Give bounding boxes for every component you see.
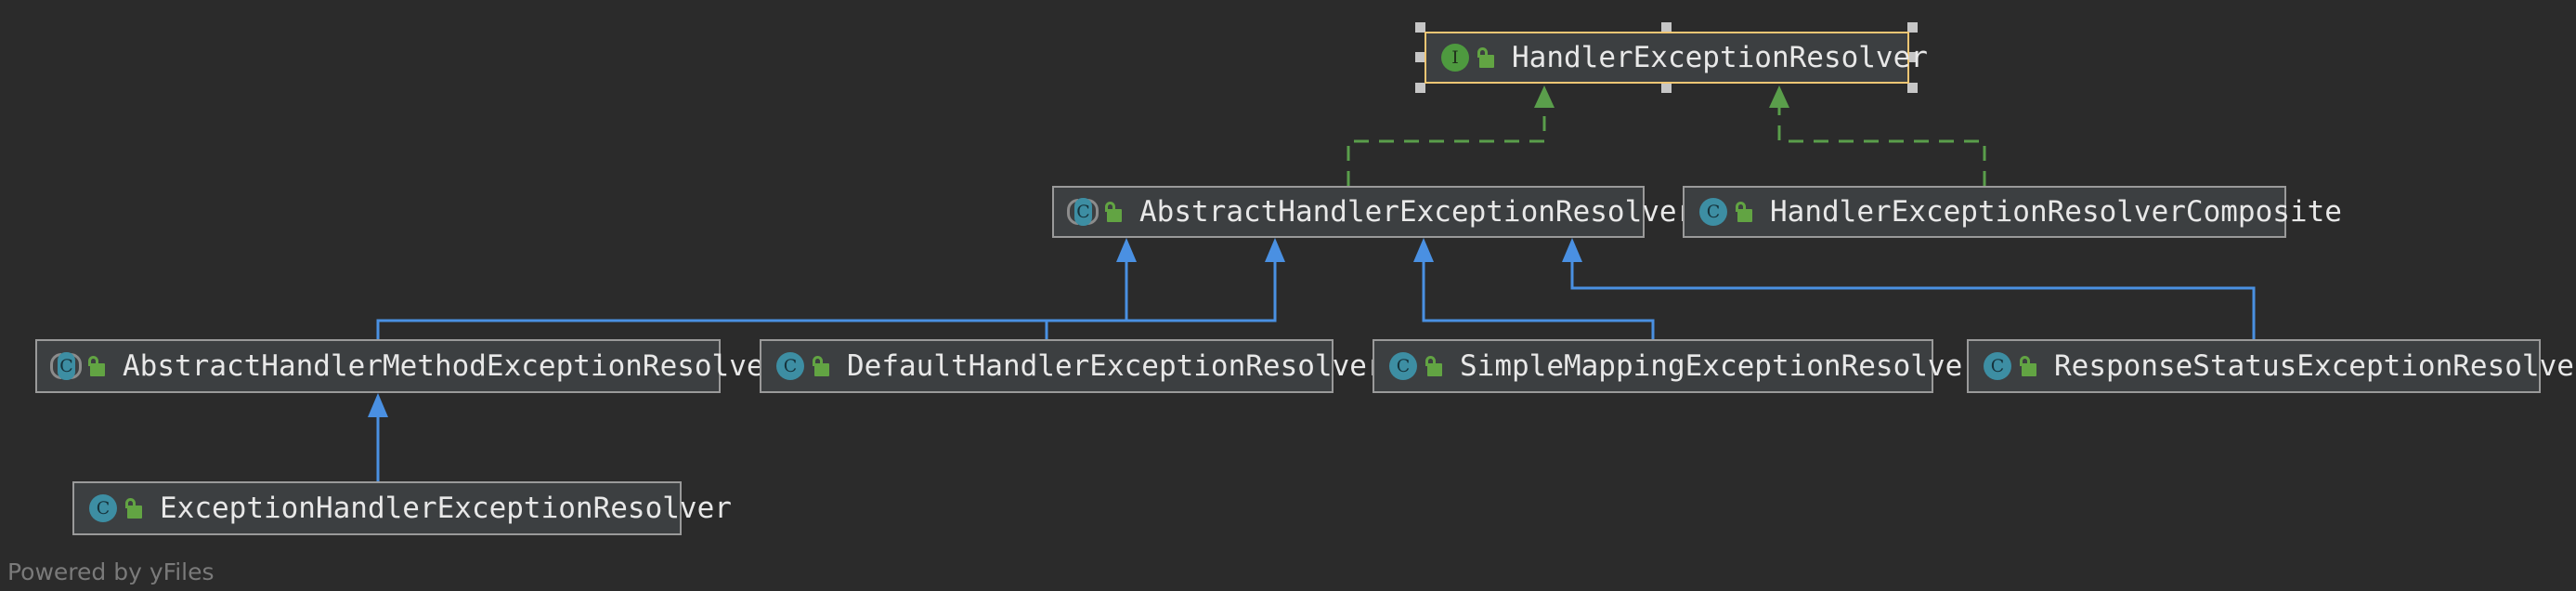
uml-node-label: AbstractHandlerExceptionResolver	[1139, 194, 1695, 229]
padlock-body-icon	[1737, 209, 1752, 222]
selection-handle[interactable]	[1907, 22, 1918, 33]
class-icon: C	[1982, 350, 2013, 382]
uml-node-default-handler-exception-resolver[interactable]: C DefaultHandlerExceptionResolver	[760, 339, 1385, 393]
padlock-shackle-icon	[1736, 202, 1746, 212]
abstract-class-icon: C	[1067, 196, 1099, 228]
selection-handle[interactable]	[1661, 22, 1672, 33]
class-glyph: C	[1389, 352, 1417, 380]
edge-inheritance-exceptionhandler-to-abstractmethod	[368, 393, 388, 481]
public-unlocked-padlock-icon	[87, 354, 108, 378]
padlock-body-icon	[90, 363, 105, 376]
uml-node-label: ResponseStatusExceptionResolver	[2054, 348, 2576, 383]
edge-inheritance-simplemapping-to-abstract	[1413, 238, 1655, 339]
edge-inheritance-responsestatus-to-abstract	[1562, 238, 2256, 339]
selection-handle[interactable]	[1415, 83, 1425, 93]
class-icon: C	[1387, 350, 1419, 382]
interface-icon: I	[1439, 42, 1471, 73]
abstract-class-glyph: C	[58, 352, 75, 380]
class-glyph: C	[1699, 198, 1727, 226]
padlock-body-icon	[127, 506, 142, 519]
edge-realization-composite-to-interface	[1769, 85, 1986, 186]
public-unlocked-padlock-icon	[1104, 200, 1125, 224]
uml-node-abstract-handler-exception-resolver[interactable]: C AbstractHandlerExceptionResolver	[1052, 186, 1694, 238]
padlock-shackle-icon	[1425, 356, 1436, 366]
uml-node-response-status-exception-resolver[interactable]: C ResponseStatusExceptionResolver	[1967, 339, 2576, 393]
public-unlocked-padlock-icon	[1425, 354, 1445, 378]
uml-node-label: ExceptionHandlerExceptionResolver	[160, 491, 732, 525]
uml-node-simple-mapping-exception-resolver[interactable]: C SimpleMappingExceptionResolver	[1373, 339, 1980, 393]
interface-glyph: I	[1441, 44, 1469, 72]
class-glyph: C	[1984, 352, 2011, 380]
abstract-arc-left-icon	[1067, 199, 1078, 225]
class-icon: C	[774, 350, 806, 382]
padlock-body-icon	[1427, 363, 1442, 376]
public-unlocked-padlock-icon	[1477, 46, 1497, 70]
abstract-class-glyph: C	[1074, 198, 1092, 226]
public-unlocked-padlock-icon	[812, 354, 832, 378]
class-icon: C	[87, 492, 119, 524]
abstract-arc-left-icon	[50, 353, 61, 379]
uml-node-label: AbstractHandlerMethodExceptionResolver	[123, 348, 782, 383]
padlock-body-icon	[1479, 55, 1494, 68]
selection-handle[interactable]	[1415, 22, 1425, 33]
class-icon: C	[1698, 196, 1729, 228]
uml-node-handler-exception-resolver[interactable]: I HandlerExceptionResolver	[1425, 32, 1928, 84]
uml-node-abstract-handler-method-exception-resolver[interactable]: C AbstractHandlerMethodExceptionResolver	[35, 339, 781, 393]
selection-handle[interactable]	[1661, 83, 1672, 93]
public-unlocked-padlock-icon	[124, 496, 145, 520]
edge-inheritance-default-to-abstract	[1045, 238, 1285, 339]
selection-handle[interactable]	[1907, 52, 1918, 62]
selection-handle[interactable]	[1907, 83, 1918, 93]
uml-node-label: SimpleMappingExceptionResolver	[1460, 348, 1980, 383]
selection-handle[interactable]	[1415, 52, 1425, 62]
uml-node-handler-exception-resolver-composite[interactable]: C HandlerExceptionResolverComposite	[1683, 186, 2342, 238]
padlock-shackle-icon	[1477, 47, 1488, 58]
yfiles-watermark: Powered by yFiles	[7, 558, 215, 585]
padlock-shackle-icon	[813, 356, 823, 366]
padlock-body-icon	[814, 363, 829, 376]
uml-node-exception-handler-exception-resolver[interactable]: C ExceptionHandlerExceptionResolver	[72, 481, 732, 535]
padlock-shackle-icon	[125, 498, 136, 508]
padlock-shackle-icon	[2020, 356, 2030, 366]
padlock-body-icon	[1107, 209, 1122, 222]
abstract-class-icon: C	[50, 350, 82, 382]
uml-node-label: HandlerExceptionResolverComposite	[1770, 194, 2342, 229]
uml-node-label: DefaultHandlerExceptionResolver	[847, 348, 1385, 383]
padlock-shackle-icon	[88, 356, 98, 366]
padlock-shackle-icon	[1105, 202, 1115, 212]
uml-node-label: HandlerExceptionResolver	[1512, 40, 1928, 74]
public-unlocked-padlock-icon	[1735, 200, 1755, 224]
class-glyph: C	[89, 494, 117, 522]
public-unlocked-padlock-icon	[2019, 354, 2039, 378]
edge-realization-abstract-to-interface	[1347, 85, 1555, 186]
edge-inheritance-abstractmethod-to-abstract	[376, 238, 1137, 339]
class-glyph: C	[776, 352, 804, 380]
padlock-body-icon	[2022, 363, 2036, 376]
